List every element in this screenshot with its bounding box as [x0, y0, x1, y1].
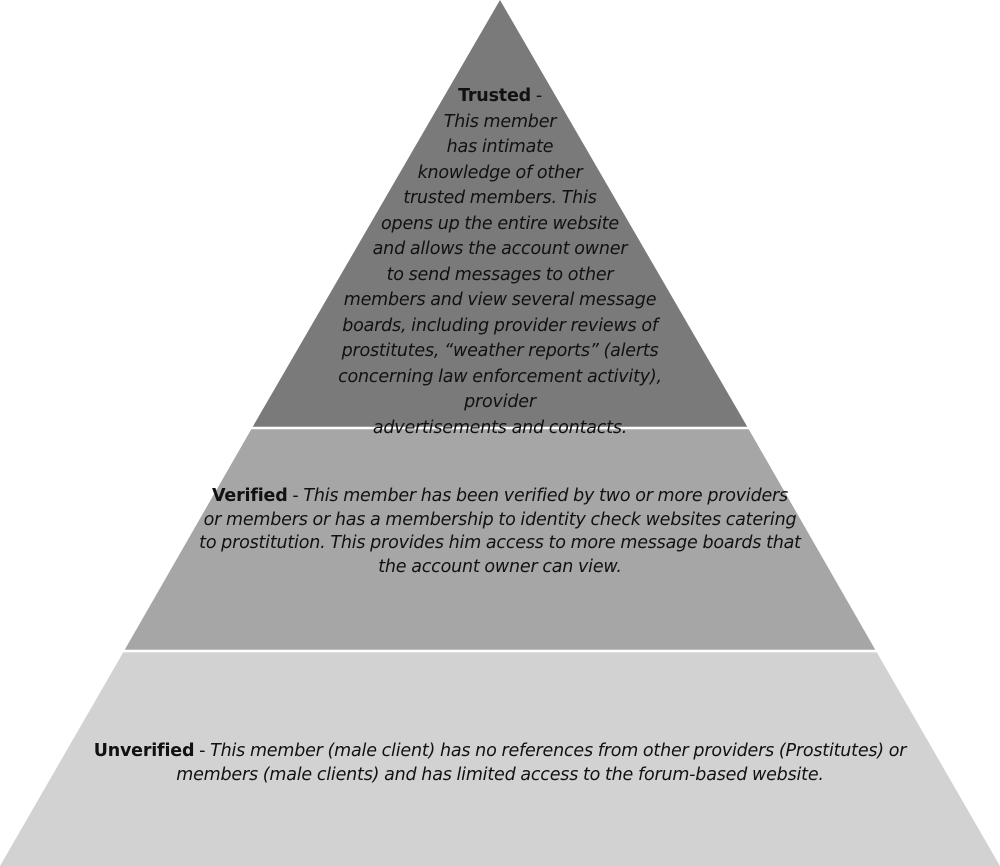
tier-trusted-title: Trusted — [458, 86, 531, 106]
tier-verified-separator: - — [287, 486, 304, 506]
tier-shape-verified — [124, 428, 876, 651]
tier-shape-trusted — [252, 0, 748, 428]
tier-unverified-separator: - — [194, 741, 211, 761]
tier-unverified-description: This member (male client) has no referen… — [176, 741, 907, 785]
tier-shape-unverified — [0, 651, 1000, 866]
tier-trusted-description: This member has intimate knowledge of ot… — [338, 111, 662, 438]
tier-trusted-separator: - — [530, 86, 542, 106]
tier-verified-description: This member has been verified by two or … — [199, 486, 801, 577]
tier-trusted-text: Trusted - This member has intimate knowl… — [300, 84, 700, 441]
tier-verified-text: Verified - This member has been verified… — [140, 485, 860, 579]
tier-verified-title: Verified — [212, 486, 288, 506]
tier-unverified-text: Unverified - This member (male client) h… — [20, 739, 980, 787]
tier-unverified-title: Unverified — [93, 741, 195, 761]
